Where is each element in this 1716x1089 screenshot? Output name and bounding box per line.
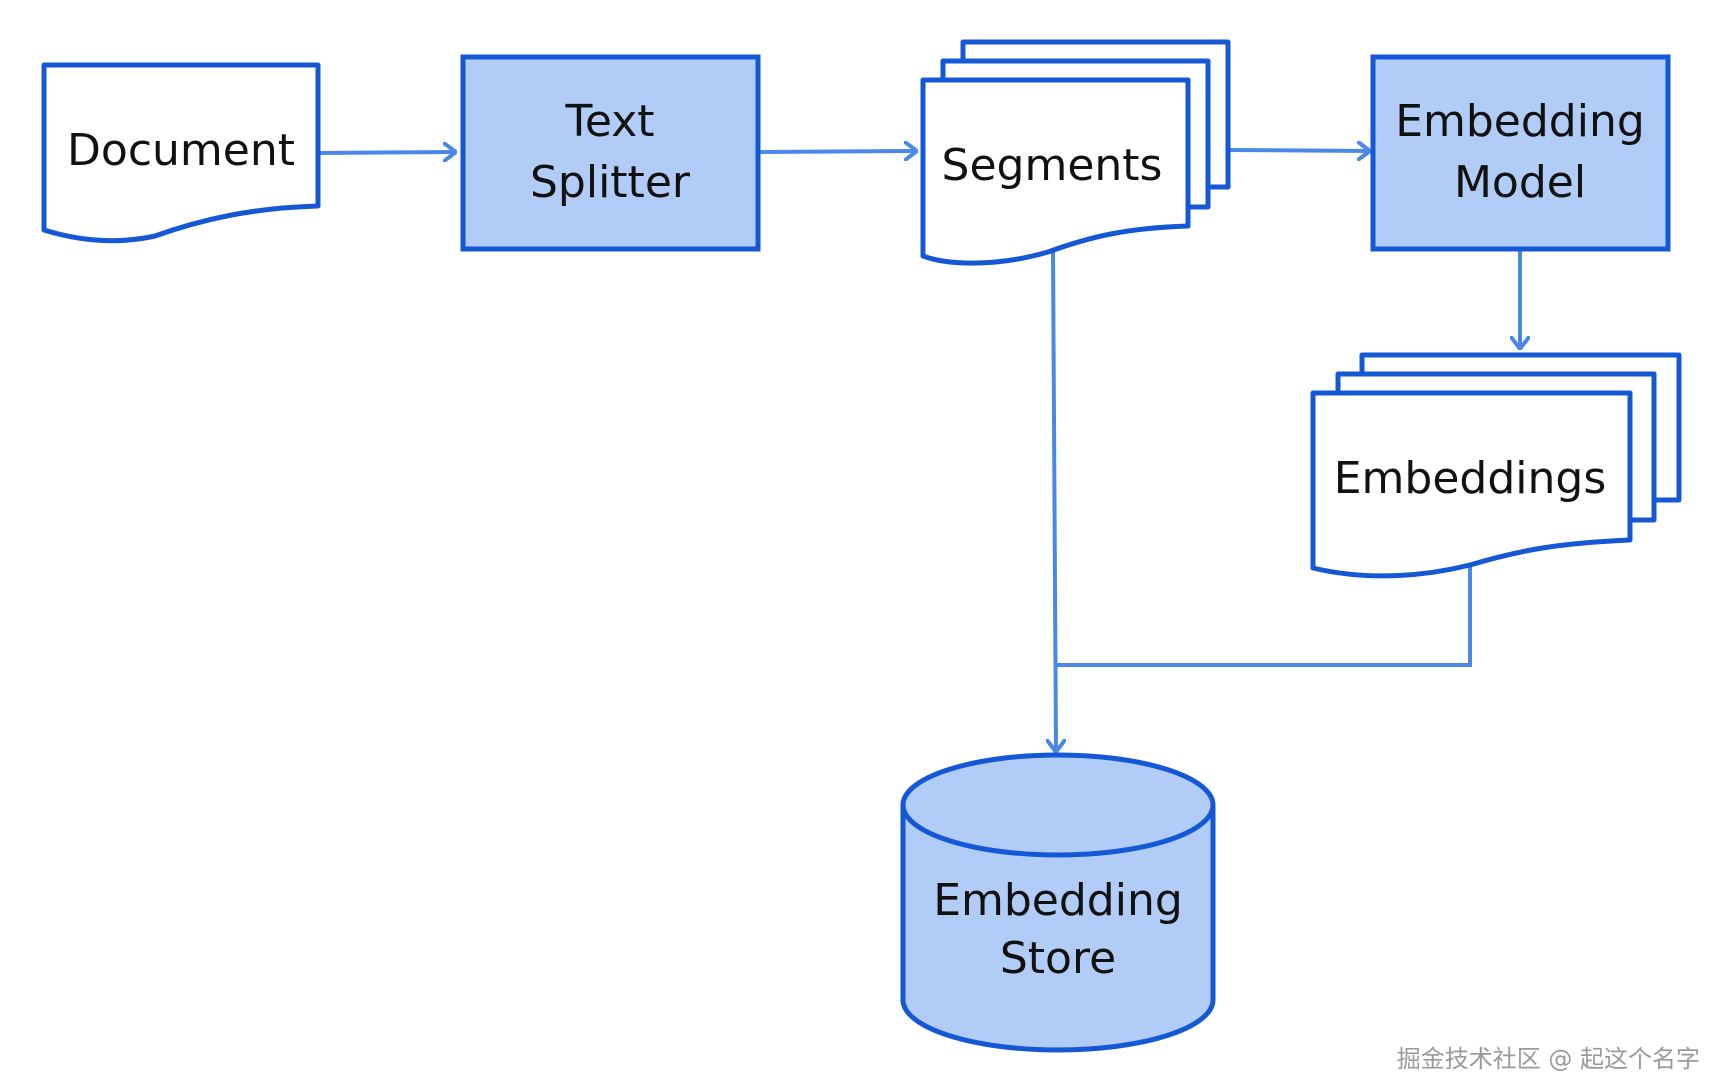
embedding-store-body [900,805,1216,1053]
text-splitter-box [460,54,761,252]
connectors [317,150,1520,752]
arrow-document-to-splitter [317,152,456,153]
embedding-store-top [900,752,1216,858]
embedding-store-line2: Store [1000,933,1116,984]
segments-node: Segments [920,39,1231,266]
arrow-segments-to-model [1227,150,1370,151]
text-splitter-line2: Splitter [530,157,691,208]
embeddings-node: Embeddings [1310,352,1682,579]
text-splitter-node: Text Splitter [460,54,761,252]
watermark-text: 掘金技术社区 @ 起这个名字 [1397,1045,1700,1073]
embeddings-front-sheet [1310,390,1633,579]
embedding-model-box [1370,54,1671,252]
arrow-splitter-to-segments [757,151,917,152]
embedding-store-line1: Embedding [933,875,1183,926]
segments-label: Segments [942,140,1163,191]
arrow-segments-to-store [1053,251,1056,752]
segments-front-sheet [920,77,1191,266]
text-splitter-line1: Text [565,96,655,147]
embedding-store-node: Embedding Store [900,752,1216,1053]
connector-embeddings-to-store [1055,563,1472,667]
document-label: Document [67,125,295,176]
embeddings-label: Embeddings [1334,453,1607,504]
embedding-model-node: Embedding Model [1370,54,1671,252]
document-shape [41,62,321,244]
embedding-model-line2: Model [1454,157,1586,208]
embedding-model-line1: Embedding [1395,96,1645,147]
document-node: Document [41,62,321,244]
